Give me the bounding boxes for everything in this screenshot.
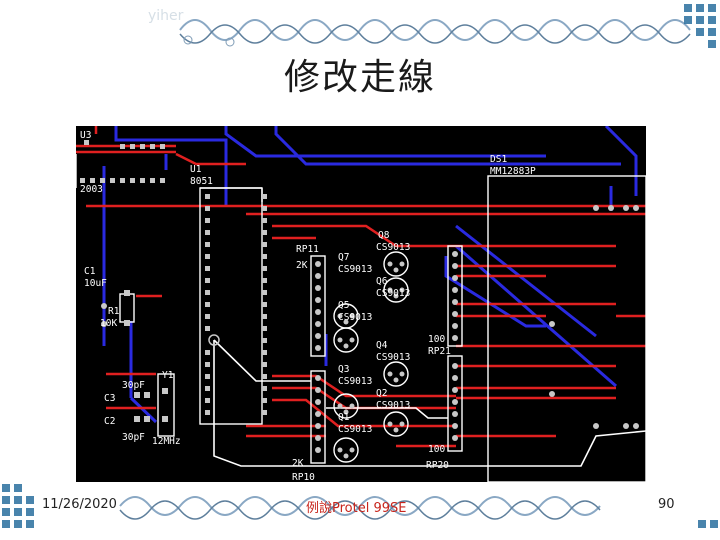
page-number: 90 <box>658 497 675 512</box>
label-c2-value: 30pF <box>122 432 145 443</box>
label-q2: Q2 <box>376 388 387 399</box>
label-c1: C1 <box>84 266 96 277</box>
footer-date: 11/26/2020 <box>42 497 117 512</box>
pcb-layout-image: U3 U1 8051 2003 DS1 MM12883P C1 10uF R1 … <box>76 126 646 482</box>
label-q7: Q7 <box>338 252 349 263</box>
watermark-text: yiher <box>148 8 184 24</box>
label-rp11-value: 2K <box>296 260 308 271</box>
label-u1: U1 <box>190 164 202 175</box>
label-q5: Q5 <box>338 300 349 311</box>
label-rp21-value: 100 <box>428 334 445 345</box>
label-rp20-value: 100 <box>428 444 445 455</box>
label-q1: Q1 <box>338 412 350 423</box>
header-banner <box>179 4 716 48</box>
label-q4: Q4 <box>376 340 388 351</box>
label-q1-part: CS9013 <box>338 424 372 435</box>
label-u3-part: 2003 <box>80 184 103 195</box>
label-ds1: DS1 <box>490 154 507 165</box>
slide-title: 修改走線 <box>283 57 436 98</box>
label-u3: U3 <box>80 130 91 141</box>
label-q8: Q8 <box>378 230 390 241</box>
footer-title: 例說Protel 99SE <box>306 501 407 516</box>
label-c3-value: 30pF <box>122 380 145 391</box>
label-q6: Q6 <box>376 276 388 287</box>
label-y1: Y1 <box>162 370 174 381</box>
label-q8-part: CS9013 <box>376 242 410 253</box>
label-rp10-value: 2K <box>292 458 304 469</box>
label-rp21: RP21 <box>428 346 451 357</box>
label-q3-part: CS9013 <box>338 376 372 387</box>
label-rp20: RP20 <box>426 460 449 471</box>
label-y1-value: 12MHz <box>152 436 181 447</box>
label-u1-part: 8051 <box>190 176 213 187</box>
label-q5-part: CS9013 <box>338 312 372 323</box>
label-q3: Q3 <box>338 364 349 375</box>
label-r1-value: 10K <box>100 318 117 329</box>
label-c3: C3 <box>104 393 115 404</box>
footer-banner <box>2 484 718 528</box>
label-rp10: RP10 <box>292 472 315 482</box>
label-c1-value: 10uF <box>84 278 107 289</box>
label-ds1-part: MM12883P <box>490 166 536 177</box>
label-q4-part: CS9013 <box>376 352 410 363</box>
label-q7-part: CS9013 <box>338 264 372 275</box>
label-c2: C2 <box>104 416 115 427</box>
label-q6-part: CS9013 <box>376 288 410 299</box>
label-rp11: RP11 <box>296 244 319 255</box>
label-r1: R1 <box>108 306 120 317</box>
label-q2-part: CS9013 <box>376 400 410 411</box>
